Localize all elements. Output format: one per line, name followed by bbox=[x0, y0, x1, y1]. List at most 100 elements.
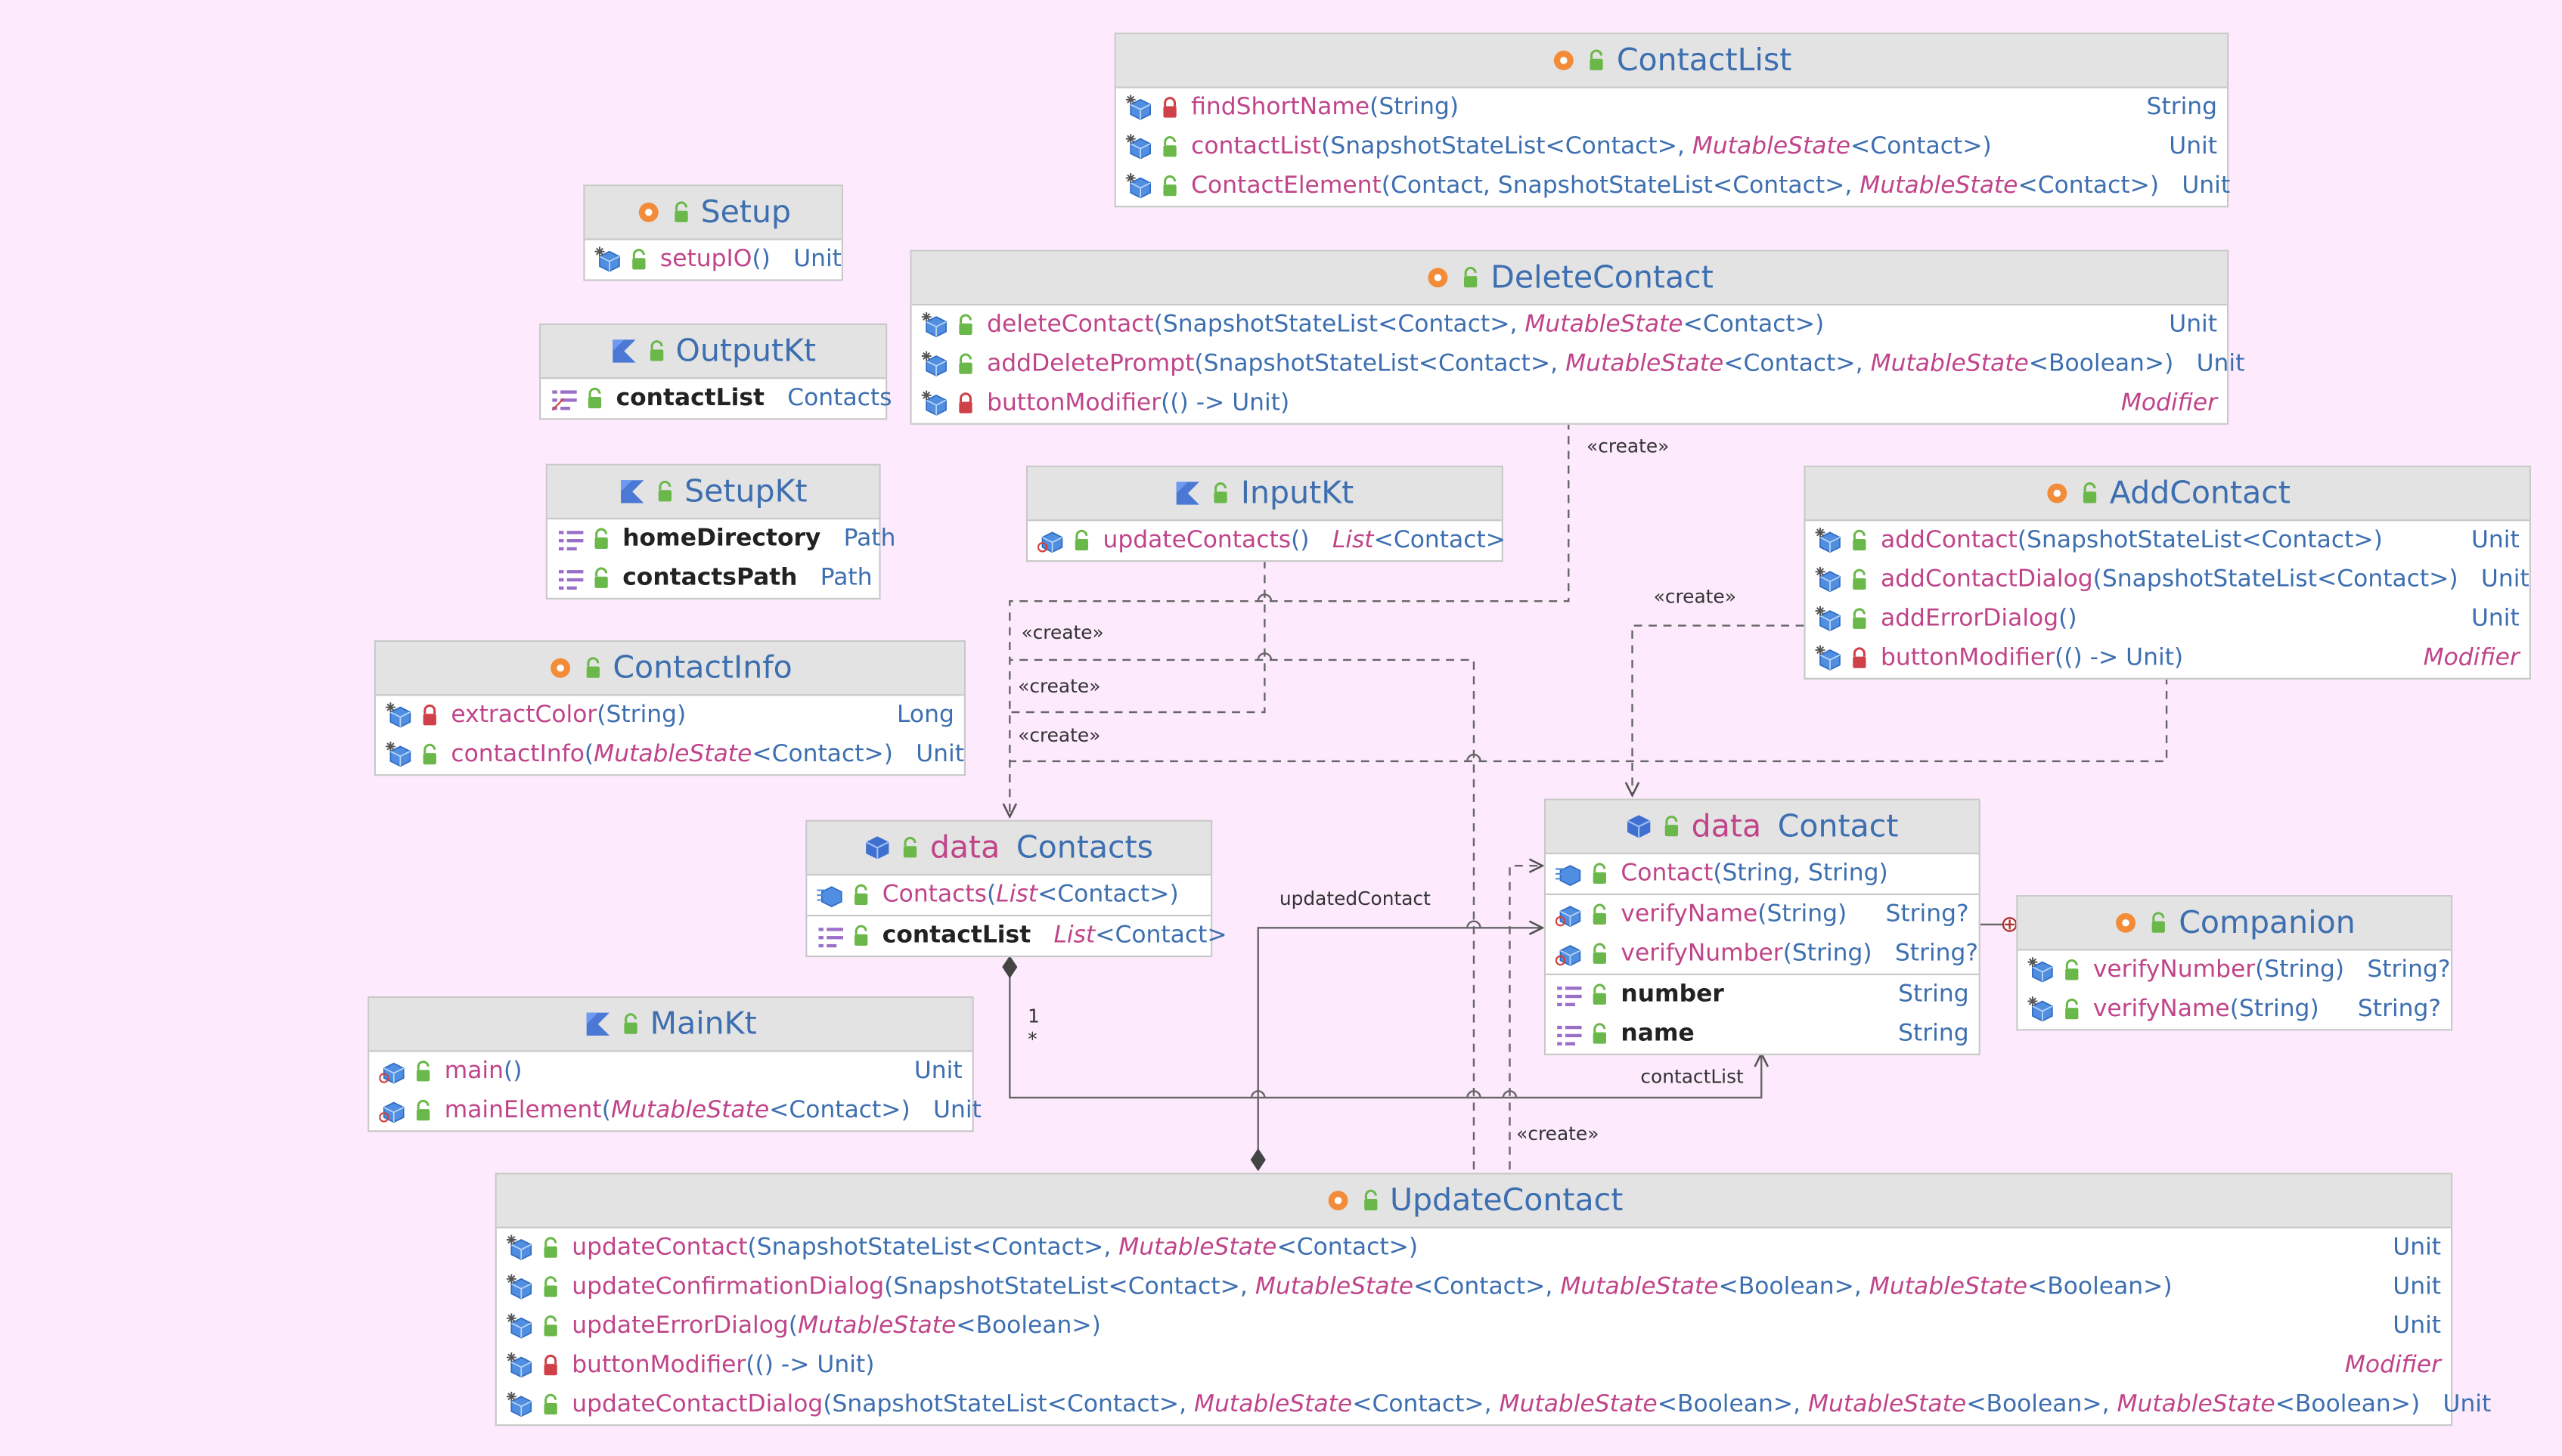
member-name: verifyName bbox=[2092, 996, 2230, 1023]
member-row[interactable]: main()Unit bbox=[369, 1052, 972, 1091]
public-lock-icon bbox=[583, 657, 603, 680]
member-row[interactable]: verifyNumber(String)String? bbox=[2018, 951, 2451, 990]
public-lock-icon bbox=[1158, 175, 1181, 197]
public-lock-icon bbox=[1588, 863, 1611, 885]
member-return-type: Unit bbox=[2470, 606, 2520, 633]
member-row[interactable]: verifyName(String)String? bbox=[2018, 990, 2451, 1029]
member-return-type: Contacts bbox=[787, 385, 892, 412]
member-name: contactList bbox=[882, 922, 1031, 949]
member-name: verifyNumber bbox=[1621, 940, 1783, 968]
edge-updatecontact-contact bbox=[1509, 866, 1542, 1170]
member-row[interactable]: Contact(String, String) bbox=[1546, 854, 1979, 894]
member-signature: extractColor(String) bbox=[451, 702, 873, 729]
member-signature: verifyName(String) bbox=[2093, 996, 2335, 1023]
class-header[interactable]: SetupKt bbox=[547, 465, 879, 520]
member-row[interactable]: deleteContact(SnapshotStateList<Contact>… bbox=[912, 305, 2227, 345]
class-title: SetupKt bbox=[684, 473, 808, 510]
public-lock-icon bbox=[1588, 984, 1611, 1006]
member-return-type: Unit bbox=[793, 246, 842, 273]
member-row[interactable]: updateContacts()List<Contact> bbox=[1028, 521, 1506, 560]
member-row[interactable]: contactList(SnapshotStateList<Contact>, … bbox=[1116, 128, 2227, 167]
member-name: buttonModifier bbox=[987, 390, 1162, 417]
member-row[interactable]: mainElement(MutableState<Contact>)Unit bbox=[369, 1091, 982, 1130]
member-signature: contactInfo(MutableState<Contact>) bbox=[451, 742, 893, 768]
member-row[interactable]: contactInfo(MutableState<Contact>)Unit bbox=[376, 735, 964, 774]
field-icon bbox=[1552, 1021, 1589, 1047]
member-row[interactable]: verifyNumber(String)String? bbox=[1546, 934, 1979, 974]
member-params: (SnapshotStateList<Contact>) bbox=[2092, 566, 2458, 593]
member-name: contactInfo bbox=[451, 741, 585, 768]
class-header[interactable]: AddContact bbox=[1805, 466, 2529, 522]
method-static-icon bbox=[383, 741, 419, 768]
member-row[interactable]: updateErrorDialog(MutableState<Boolean>)… bbox=[497, 1307, 2451, 1346]
private-lock-icon bbox=[418, 704, 441, 726]
member-row[interactable]: buttonModifier(() -> Unit)Modifier bbox=[1806, 639, 2529, 678]
member-row[interactable]: extractColor(String)Long bbox=[376, 695, 964, 735]
member-return-type: Unit bbox=[2470, 527, 2520, 554]
edge-addcontact-contact bbox=[1633, 624, 1804, 796]
member-return-type: Modifier bbox=[2423, 645, 2520, 672]
method-static-icon bbox=[503, 1274, 539, 1300]
member-row[interactable]: setupIO()Unit bbox=[585, 240, 842, 280]
member-return-type: String? bbox=[1885, 901, 1969, 928]
class-header[interactable]: DeleteContact bbox=[911, 251, 2228, 306]
member-row[interactable]: verifyName(String)String? bbox=[1546, 893, 1979, 934]
member-signature: contactsPath bbox=[622, 565, 797, 592]
member-signature: updateConfirmationDialog(SnapshotStateLi… bbox=[572, 1274, 2370, 1300]
edge-label-create-6: «create» bbox=[1516, 1122, 1599, 1145]
member-signature: contactList bbox=[616, 386, 765, 412]
member-row[interactable]: addContact(SnapshotStateList<Contact>)Un… bbox=[1806, 521, 2529, 560]
class-header[interactable]: Setup bbox=[585, 186, 842, 240]
member-row[interactable]: addDeletePrompt(SnapshotStateList<Contac… bbox=[912, 345, 2244, 384]
member-row[interactable]: Contacts(List<Contact>) bbox=[807, 875, 1211, 915]
member-signature: contactList(SnapshotStateList<Contact>, … bbox=[1191, 134, 2146, 160]
edge-updatecontact-updatedcontact bbox=[1257, 928, 1543, 1151]
member-row[interactable]: contactList Contacts bbox=[541, 379, 892, 418]
class-header[interactable]: ContactInfo bbox=[375, 642, 964, 696]
member-row[interactable]: updateContactDialog(SnapshotStateList<Co… bbox=[497, 1385, 2491, 1424]
member-row[interactable]: buttonModifier(() -> Unit)Modifier bbox=[497, 1346, 2451, 1385]
field-icon bbox=[554, 565, 590, 592]
member-row[interactable]: addContactDialog(SnapshotStateList<Conta… bbox=[1806, 560, 2529, 599]
member-row[interactable]: updateConfirmationDialog(SnapshotStateLi… bbox=[497, 1268, 2451, 1307]
member-params: (String) bbox=[597, 702, 687, 729]
member-row[interactable]: findShortName(String)String bbox=[1116, 88, 2227, 128]
member-params: (SnapshotStateList<Contact>) bbox=[2017, 527, 2383, 554]
member-row[interactable]: buttonModifier(() -> Unit)Modifier bbox=[912, 384, 2227, 423]
class-node-outputkt[interactable]: OutputKt contactList Contacts bbox=[539, 323, 892, 420]
member-name: contactList bbox=[1191, 134, 1322, 160]
kotlin-file-icon bbox=[619, 479, 646, 505]
member-name: updateContactDialog bbox=[572, 1391, 824, 1418]
class-header[interactable]: MainKt bbox=[369, 998, 972, 1052]
member-row[interactable]: updateContact(SnapshotStateList<Contact>… bbox=[497, 1228, 2451, 1268]
class-header[interactable]: InputKt bbox=[1028, 466, 1502, 522]
member-params: (SnapshotStateList<Contact>, MutableStat… bbox=[747, 1235, 1419, 1262]
member-name: homeDirectory bbox=[622, 525, 821, 553]
class-header[interactable]: UpdateContact bbox=[496, 1174, 2452, 1228]
member-row[interactable]: addErrorDialog()Unit bbox=[1806, 599, 2529, 639]
class-header[interactable]: OutputKt bbox=[541, 324, 886, 379]
class-header[interactable]: ContactList bbox=[1115, 34, 2228, 88]
member-row[interactable]: ContactElement(Contact, SnapshotStateLis… bbox=[1116, 166, 2230, 206]
private-lock-icon bbox=[1848, 647, 1871, 670]
class-header[interactable]: Companion bbox=[2018, 897, 2452, 951]
